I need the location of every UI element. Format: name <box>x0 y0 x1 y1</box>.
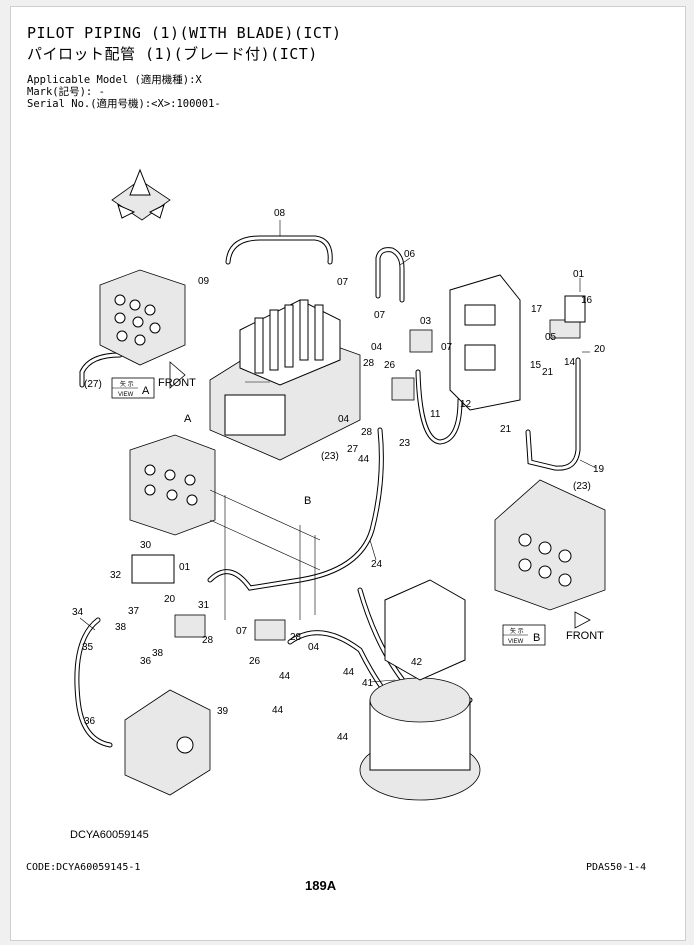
view-b-detail <box>494 479 606 611</box>
callout-44b: 44 <box>343 667 355 678</box>
svg-text:矢 示: 矢 示 <box>510 627 524 635</box>
pilot-valve-block <box>124 689 211 796</box>
callout-26: 26 <box>384 360 396 371</box>
callout-44a: 44 <box>358 454 370 465</box>
callout-16: 16 <box>581 295 593 306</box>
part-03 <box>409 329 433 353</box>
callout-07b: 07 <box>374 310 386 321</box>
part-30 <box>131 554 175 584</box>
svg-text:FRONT: FRONT <box>158 377 196 389</box>
callout-39: 39 <box>217 706 229 717</box>
callout-23c: (23) <box>573 481 591 492</box>
callout-34: 34 <box>72 607 84 618</box>
applicable-model: Applicable Model (適用機種):X <box>27 74 202 86</box>
mark: Mark(記号): - <box>27 86 105 98</box>
callout-23: 23 <box>399 438 411 449</box>
svg-text:VIEW: VIEW <box>118 392 134 398</box>
callout-41: 41 <box>362 678 374 689</box>
serial-no: Serial No.(適用号機):<X>:100001- <box>27 98 221 110</box>
part-26 <box>391 377 415 401</box>
callout-04c: 04 <box>308 642 320 653</box>
callout-42: 42 <box>411 657 423 668</box>
part-31 <box>174 614 206 638</box>
callout-a: A <box>184 413 192 425</box>
callout-21a: 21 <box>542 367 554 378</box>
footer-code-right: PDAS50-1-4 <box>586 862 647 873</box>
control-valve <box>209 299 361 461</box>
callout-35: 35 <box>82 642 94 653</box>
part-26b <box>254 619 286 641</box>
callout-38b: 38 <box>152 648 164 659</box>
svg-text:VIEW: VIEW <box>508 639 524 645</box>
callout-01: 01 <box>573 269 585 280</box>
callout-04: 04 <box>371 342 383 353</box>
callout-36a: 36 <box>140 656 152 667</box>
view-a-detail <box>99 269 186 366</box>
callout-28d: 28 <box>202 635 214 646</box>
view-a-marker: 矢 示 VIEW A FRONT <box>111 361 196 399</box>
view-b-marker: 矢 示 VIEW B FRONT <box>502 611 604 646</box>
callout-31: 31 <box>198 600 210 611</box>
callout-21b: 21 <box>500 424 512 435</box>
callout-14: 14 <box>564 357 576 368</box>
callout-24: 24 <box>371 559 383 570</box>
callout-27b: 27 <box>347 444 359 455</box>
svg-text:B: B <box>533 632 540 644</box>
callout-09: 09 <box>198 276 210 287</box>
page-title-jp: パイロット配管 (1)(ブレード付)(ICT) <box>27 45 318 63</box>
bracket-plate <box>449 274 521 411</box>
catalog-page <box>10 6 686 941</box>
callout-20b: 20 <box>164 594 176 605</box>
callout-36b: 36 <box>84 716 96 727</box>
callout-01b: 01 <box>179 562 191 573</box>
part-16 <box>564 295 586 323</box>
callout-07d: 07 <box>236 626 248 637</box>
front-direction-logo <box>111 168 171 221</box>
callout-28a: 28 <box>363 358 375 369</box>
svg-text:矢 示: 矢 示 <box>120 380 134 388</box>
callout-44d: 44 <box>272 705 284 716</box>
callout-11: 11 <box>430 409 441 420</box>
leader-lines <box>79 220 597 683</box>
callout-23b: (23) <box>321 451 339 462</box>
callout-37: 37 <box>128 606 140 617</box>
callout-30: 30 <box>140 540 152 551</box>
callout-44e: 44 <box>337 732 349 743</box>
callout-17: 17 <box>531 304 543 315</box>
drawing-code: DCYA60059145 <box>70 829 149 841</box>
callout-28c: 28 <box>290 632 302 643</box>
page-number: 189A <box>305 878 337 893</box>
support-frame <box>209 489 321 620</box>
callout-b: B <box>304 495 311 507</box>
callout-28b: 28 <box>361 427 373 438</box>
callout-26b: 26 <box>249 656 261 667</box>
callout-07c: 07 <box>441 342 453 353</box>
svg-text:FRONT: FRONT <box>566 630 604 642</box>
callout-19: 19 <box>593 464 605 475</box>
callout-38a: 38 <box>115 622 127 633</box>
callout-05: 05 <box>545 332 557 343</box>
callout-07a: 07 <box>337 277 349 288</box>
svg-text:A: A <box>142 385 150 397</box>
callout-20: 20 <box>594 344 606 355</box>
footer-code-left: CODE:DCYA60059145-1 <box>26 862 141 873</box>
callout-04b: 04 <box>338 414 350 425</box>
callout-15: 15 <box>530 360 542 371</box>
callout-32: 32 <box>110 570 122 581</box>
callout-08: 08 <box>274 208 286 219</box>
callout-03: 03 <box>420 316 432 327</box>
lower-left-valve <box>129 434 216 536</box>
callout-12: 12 <box>460 399 472 410</box>
callout-06: 06 <box>404 249 416 260</box>
callout-44c: 44 <box>279 671 291 682</box>
swing-motor <box>359 579 481 801</box>
callout-27: (27) <box>84 379 102 390</box>
callout-labels: 08 06 01 16 09 07 07 03 17 20 05 04 07 1… <box>72 208 606 743</box>
page-title: PILOT PIPING (1)(WITH BLADE)(ICT) <box>27 24 342 42</box>
